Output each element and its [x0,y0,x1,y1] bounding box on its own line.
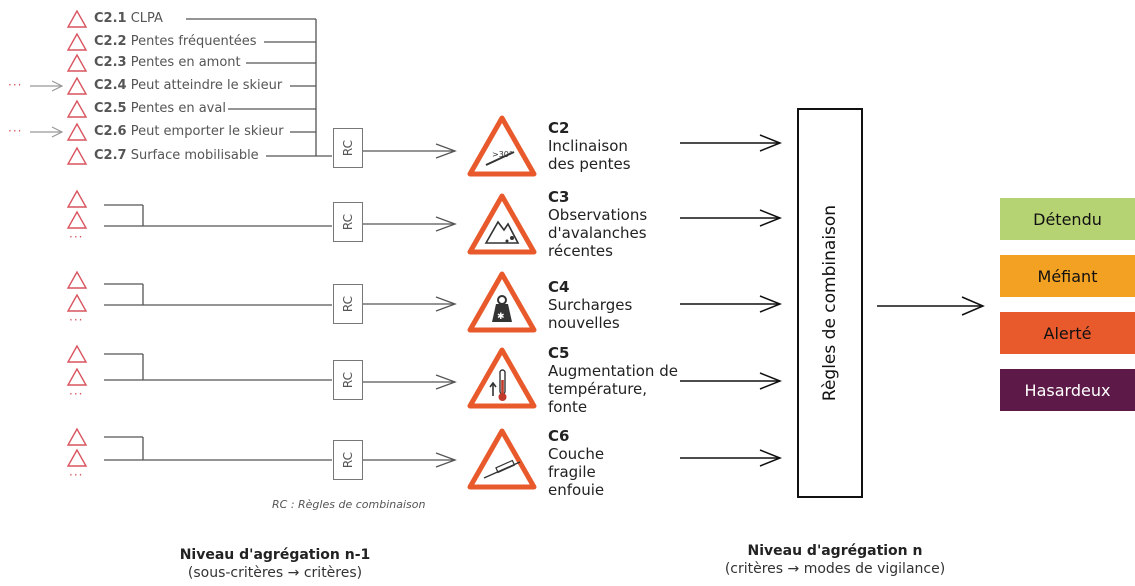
more-subcriteria-ellipsis: ··· [69,387,84,401]
footer-subtitle: (critères → modes de vigilance) [724,561,946,577]
criterion-label: Surcharges nouvelles [548,296,633,332]
criterion-label: Inclinaison des pentes [548,137,631,173]
sub-criterion-label: Pentes fréquentées [130,34,257,49]
mode-label: Hasardeux [1024,380,1111,400]
avalanche-icon [467,193,537,255]
criterion-id: C6 [548,427,570,445]
svg-text:✱: ✱ [497,312,505,322]
criterion-id: C3 [548,188,570,206]
rc-box-c4: RC [333,284,363,324]
incoming-ellipsis: ··· [8,78,23,92]
criterion-label: Couche fragile enfouie [548,445,605,499]
sub-criterion-id: C2.5 [94,101,127,116]
sub-criterion-label: Peut atteindre le skieur [130,78,283,93]
sub-criterion-id: C2.6 [94,124,127,139]
slope-icon: >30° [467,115,537,177]
sub-criterion-label: CLPA [130,11,163,26]
sub-criterion-id: C2.2 [94,34,127,49]
sub-criterion-label: Pentes en amont [130,55,241,70]
rc-box-c3: RC [333,202,363,242]
sub-criterion-id: C2.3 [94,55,127,70]
mode-alerte: Alerté [1000,312,1135,354]
mode-label: Détendu [1033,209,1102,229]
incoming-ellipsis: ··· [8,124,23,138]
rc-label: RC [341,371,355,389]
mode-label: Alerté [1043,323,1092,343]
rc-label: RC [341,213,355,231]
sub-criterion-id: C2.7 [94,148,127,163]
criterion-label: Augmentation de température, fonte [548,362,678,416]
rc-box-c6: RC [333,440,363,480]
rc-box-c2: RC [333,128,363,168]
sub-criterion-c2-7: C2.7 Surface mobilisable [94,148,259,164]
sub-criterion-id: C2.4 [94,78,127,93]
mode-hasardeux: Hasardeux [1000,369,1135,411]
sub-criterion-c2-3: C2.3 Pentes en amont [94,55,241,71]
thermometer-icon [467,347,537,409]
sub-criterion-c2-2: C2.2 Pentes fréquentées [94,34,257,50]
mode-detendu: Détendu [1000,198,1135,240]
mode-mefiant: Méfiant [1000,255,1135,297]
rc-label: RC [341,451,355,469]
rc-label: RC [341,139,355,157]
footer-subtitle: (sous-critères → critères) [187,565,363,581]
criterion-label: Observations d'avalanches récentes [548,206,648,260]
more-subcriteria-ellipsis: ··· [69,313,84,327]
sub-criterion-c2-4: C2.4 Peut atteindre le skieur [94,78,282,94]
rc-box-c5: RC [333,360,363,400]
weight-snow-icon: ✱ [467,271,537,333]
criterion-id: C2 [548,119,570,137]
sub-criterion-c2-6: C2.6 Peut emporter le skieur [94,124,284,140]
more-subcriteria-ellipsis: ··· [69,468,84,482]
rc-label: RC [341,295,355,313]
more-subcriteria-ellipsis: ··· [69,230,84,244]
sub-criterion-id: C2.1 [94,11,127,26]
sub-criterion-c2-5: C2.5 Pentes en aval [94,101,226,117]
mode-label: Méfiant [1037,266,1098,286]
criterion-id: C5 [548,344,570,362]
criterion-id: C4 [548,278,570,296]
svg-text:>30°: >30° [492,150,513,159]
sub-criterion-label: Pentes en aval [130,101,226,116]
footer-level-n: Niveau d'agrégation n (critères → modes … [690,542,980,578]
footer-title: Niveau d'agrégation n-1 [179,547,371,563]
combination-rules-label: Règles de combinaison [820,204,840,402]
footer-level-n-1: Niveau d'agrégation n-1 (sous-critères →… [150,546,400,582]
sub-criterion-label: Peut emporter le skieur [130,124,284,139]
combination-rules-box: Règles de combinaison [797,108,863,498]
weak-layer-icon [467,428,537,490]
sub-criterion-c2-1: C2.1 CLPA [94,11,163,27]
rc-note: RC : Règles de combinaison [272,498,426,511]
sub-criterion-label: Surface mobilisable [130,148,259,163]
footer-title: Niveau d'agrégation n [747,543,923,559]
